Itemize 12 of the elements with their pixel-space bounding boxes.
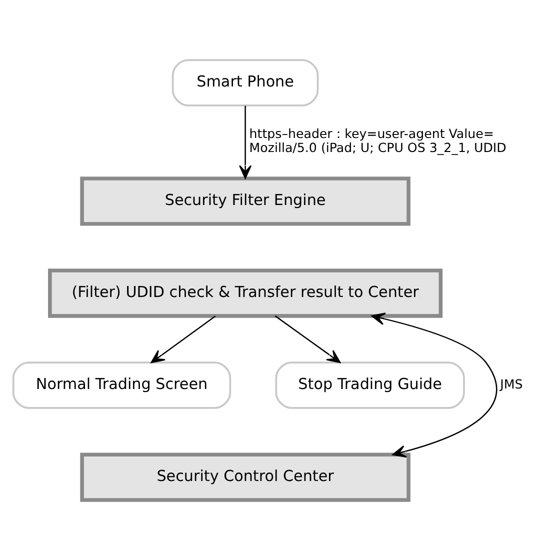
node-box: Smart Phone	[172, 58, 319, 106]
node-box: Security Control Center	[80, 452, 410, 502]
node-box: (Filter) UDID check & Transfer result to Center	[48, 268, 443, 318]
edge-label: JMS	[500, 376, 523, 391]
arrow	[274, 314, 341, 363]
arrow	[371, 312, 498, 458]
arrow	[239, 105, 252, 178]
node-box: Stop Trading Guide	[275, 361, 465, 408]
node-box: Normal Trading Screen	[12, 361, 232, 408]
arrow	[150, 315, 216, 363]
edge-label: https–header : key=user-agent Value= Mozilla/5.0 (iPad; U; CPU OS 3_2_1, UDID	[249, 126, 506, 155]
node-box: Security Filter Engine	[80, 176, 410, 226]
